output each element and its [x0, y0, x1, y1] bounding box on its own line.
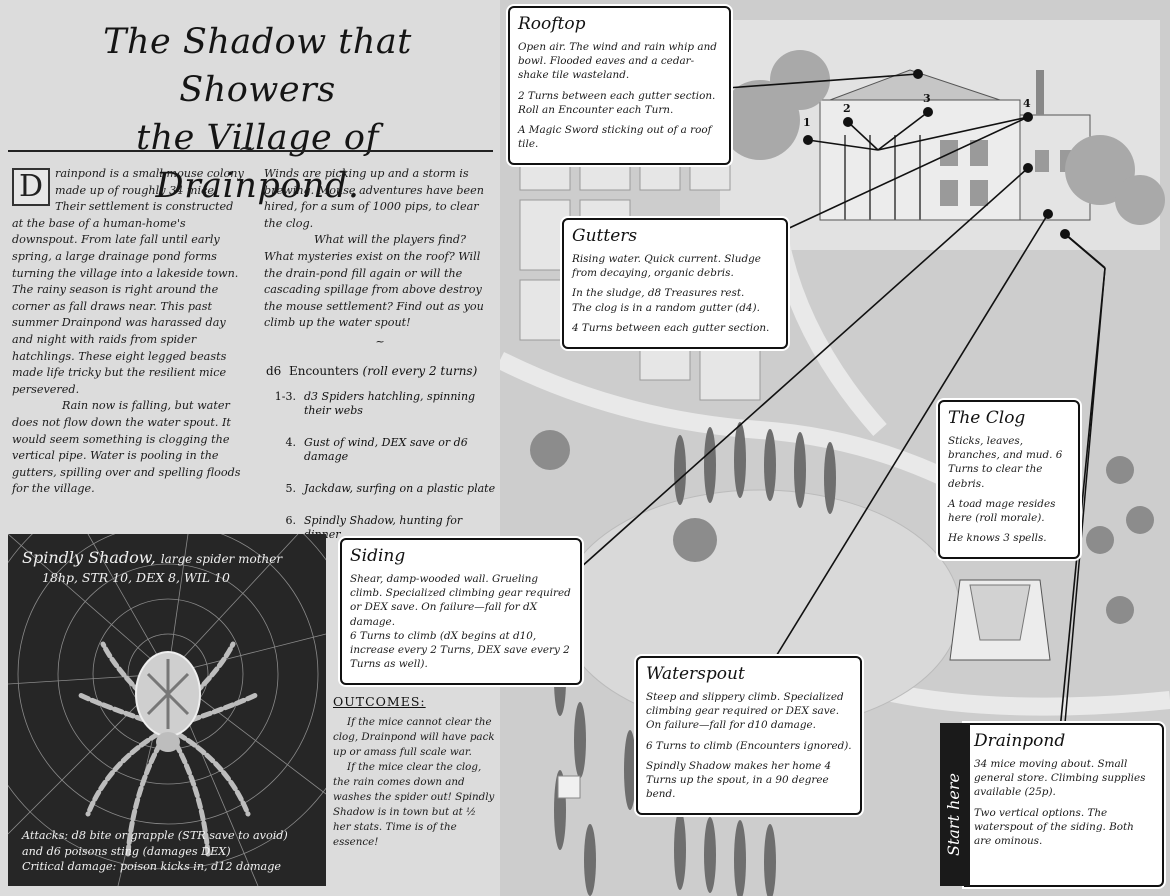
callout-waterspout-text-3: Spindly Shadow makes her home 4 Turns up…: [646, 759, 832, 801]
start-here-label: Start here: [944, 773, 963, 856]
spider-attack-line-2: and d6 poisons sting (damages DEX): [22, 844, 231, 858]
intro-column-2: Winds are picking up and a storm is brew…: [264, 166, 496, 353]
encounter-row: 4. Gust of wind, DEX save or d6 damage: [266, 436, 498, 464]
encounter-text: Gust of wind, DEX save or d6 damage: [304, 436, 468, 463]
callout-drainpond-text-1: 34 mice moving about. Small general stor…: [974, 758, 1146, 799]
encounter-row: 1-3. d3 Spiders hatchling, spinning their…: [266, 390, 498, 418]
intro-ornament: ~: [375, 334, 385, 348]
callout-rooftop-title: Rooftop: [518, 14, 586, 34]
callout-rooftop-text-2: 2 Turns between each gutter section. Rol…: [518, 89, 716, 116]
callout-waterspout-title: Waterspout: [646, 664, 745, 684]
page-title: The Shadow that Showers the Village of D…: [30, 18, 485, 210]
intro-text-1: rainpond is a small mouse colony made up…: [12, 167, 244, 396]
spider-name: Spindly Shadow, large spider mother: [22, 548, 282, 567]
spider-stats: 18hp, STR 10, DEX 8, WIL 10: [42, 570, 230, 585]
callout-gutters-text-3: The clog is in a random gutter (d4).: [572, 301, 760, 314]
callout-rooftop: Rooftop Open air. The wind and rain whip…: [508, 6, 731, 166]
encounter-die: d6: [266, 364, 282, 378]
drop-cap: D: [12, 168, 50, 206]
callout-waterspout-text-2: 6 Turns to climb (Encounters ignored).: [646, 739, 852, 752]
gutter-number-2: 2: [843, 102, 851, 115]
callout-clog-title: The Clog: [948, 408, 1026, 428]
spider-attack-line-1: Attacks: d8 bite or grapple (STR save to…: [22, 829, 288, 842]
encounter-roll: 6.: [285, 514, 297, 527]
callout-gutters-title: Gutters: [572, 226, 638, 246]
callout-gutters-text-1: Rising water. Quick current. Sludge from…: [572, 253, 761, 280]
gutter-number-3: 3: [923, 92, 931, 105]
encounter-table: d6 Encounters (roll every 2 turns) 1-3. d…: [266, 364, 498, 560]
title-divider: [8, 150, 493, 152]
title-line-1: The Shadow that Showers: [103, 22, 412, 110]
encounter-roll: 1-3.: [274, 390, 296, 403]
callout-drainpond-text-2: Two vertical options. The waterspout of …: [974, 806, 1134, 848]
encounter-title: Encounters: [288, 364, 359, 378]
spider-attacks: Attacks: d8 bite or grapple (STR save to…: [22, 828, 322, 875]
encounter-roll: 4.: [285, 436, 297, 449]
callout-waterspout: Waterspout Steep and slippery climb. Spe…: [636, 656, 862, 816]
callout-gutters-text-4: 4 Turns between each gutter section.: [572, 321, 770, 334]
callout-siding-text-2: 6 Turns to climb (dX begins at d10, incr…: [350, 629, 570, 671]
callout-drainpond-title: Drainpond: [974, 731, 1066, 751]
callout-rooftop-text-1: Open air. The wind and rain whip and bow…: [518, 41, 717, 82]
intro-paragraph-3: Winds are picking up and a storm is brew…: [264, 167, 485, 230]
outcome-2: If the mice clear the clog, the rain com…: [333, 761, 495, 848]
spider-critical: Critical damage: poison kicks in, d12 da…: [22, 860, 282, 873]
encounter-heading: d6 Encounters (roll every 2 turns): [266, 364, 498, 378]
encounter-note: (roll every 2 turns): [362, 364, 478, 378]
callout-siding-title: Siding: [350, 546, 406, 566]
callout-clog-text-3: He knows 3 spells.: [948, 532, 1047, 545]
encounter-text: d3 Spiders hatchling, spinning their web…: [304, 390, 476, 417]
callout-gutters-text-2: In the sludge, d8 Treasures rest.: [572, 287, 745, 300]
encounter-roll: 5.: [285, 482, 297, 495]
outcomes-section: OUTCOMES: If the mice cannot clear the c…: [333, 694, 496, 850]
spider-subtitle: large spider mother: [160, 552, 283, 566]
intro-paragraph-2: Rain now is falling, but water does not …: [12, 399, 241, 496]
encounter-row: 5. Jackdaw, surfing on a plastic plate: [266, 482, 498, 496]
callout-rooftop-text-3: A Magic Sword sticking out of a roof til…: [518, 124, 712, 151]
outcome-1: If the mice cannot clear the clog, Drain…: [333, 716, 495, 758]
intro-paragraph-4: What will the players find? What mysteri…: [264, 233, 484, 330]
outcomes-heading: OUTCOMES:: [333, 694, 426, 709]
spider-name-text: Spindly Shadow,: [22, 548, 156, 567]
callout-siding-text-1: Shear, damp-wooded wall. Grueling climb.…: [350, 573, 571, 628]
callout-clog-text-1: Sticks, leaves, branches, and mud. 6 Tur…: [948, 435, 1063, 490]
encounter-text: Jackdaw, surfing on a plastic plate: [304, 482, 496, 495]
callout-waterspout-text-1: Steep and slippery climb. Specialized cl…: [646, 691, 844, 732]
callout-clog-text-2: A toad mage resides here (roll morale).: [948, 497, 1056, 525]
gutter-number-4: 4: [1023, 97, 1031, 110]
callout-gutters: Gutters Rising water. Quick current. Slu…: [562, 218, 788, 350]
title-ornament: ~: [238, 137, 257, 162]
start-here-bar: [940, 723, 970, 886]
spider-web-illustration: [8, 534, 326, 886]
spider-stat-panel: Spindly Shadow, large spider mother 18hp…: [8, 534, 326, 886]
callout-drainpond: Drainpond 34 mice moving about. Small ge…: [964, 723, 1164, 887]
callout-clog: The Clog Sticks, leaves, branches, and m…: [938, 400, 1080, 560]
gutter-number-1: 1: [803, 116, 811, 129]
callout-siding: Siding Shear, damp-wooded wall. Grueling…: [340, 538, 582, 686]
